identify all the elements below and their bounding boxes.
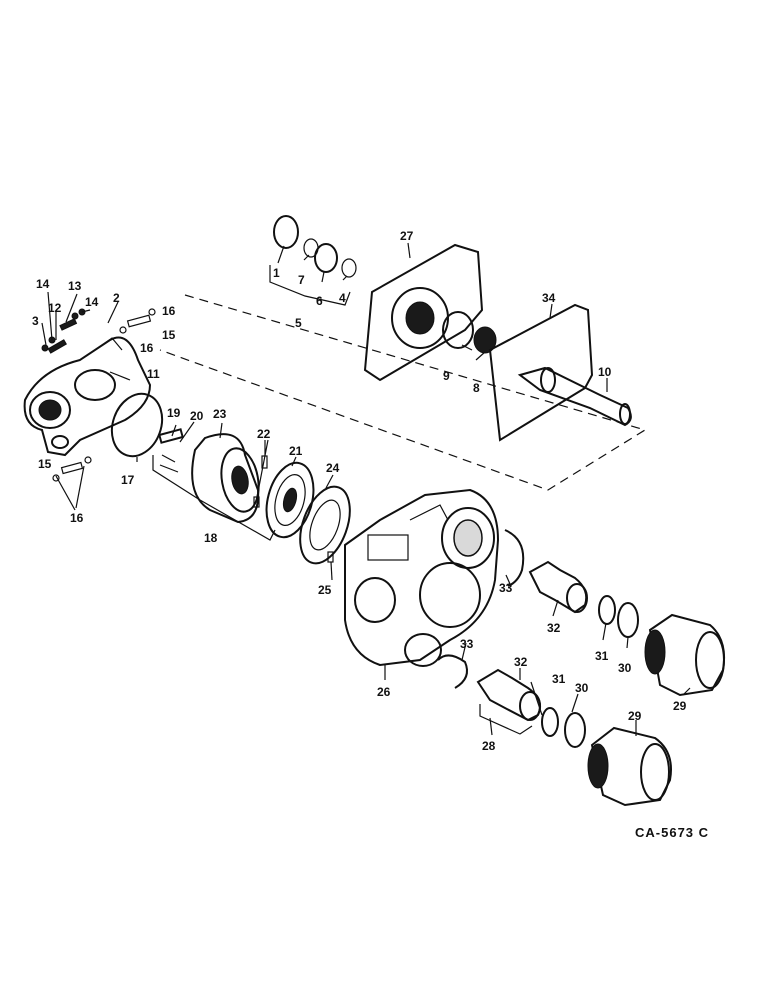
callout-labels: 1 2 3 4 5 6 7 8 9 10 11 12 13 14 14 15 1…	[32, 229, 687, 753]
callout-33b: 33	[460, 637, 474, 651]
part-29-cap-lower	[587, 726, 672, 807]
callout-8: 8	[473, 381, 480, 395]
part-32-shaft-upper	[528, 560, 588, 614]
callout-11: 11	[147, 367, 160, 381]
callout-10: 10	[598, 365, 612, 379]
part-32-shaft-lower	[476, 668, 541, 722]
callout-4: 4	[339, 291, 346, 305]
callout-17: 17	[121, 473, 135, 487]
callout-1: 1	[273, 266, 280, 280]
callout-14b: 14	[85, 295, 99, 309]
callout-21: 21	[289, 444, 303, 458]
part-23-drum	[191, 433, 260, 524]
part-6-ring	[314, 243, 338, 273]
callout-16c: 16	[70, 511, 84, 525]
callout-27: 27	[400, 229, 414, 243]
callout-15a: 15	[162, 328, 176, 342]
alignment-dashed-line	[159, 294, 647, 491]
callout-6: 6	[316, 294, 323, 308]
callout-9: 9	[443, 369, 450, 383]
callout-29a: 29	[673, 699, 687, 713]
callout-31b: 31	[552, 672, 566, 686]
part-26-main-case	[344, 488, 500, 667]
part-21-bearing	[265, 461, 315, 539]
bracket-28	[479, 704, 533, 735]
part-19-20-bolts	[158, 428, 184, 473]
callout-16b: 16	[140, 341, 154, 355]
part-34-gasket	[488, 303, 594, 442]
part-24-ring	[299, 485, 351, 565]
part-25-pin	[327, 551, 334, 563]
part-31-ring-lower	[541, 707, 559, 737]
part-30-ring-lower	[564, 712, 586, 748]
callout-26: 26	[377, 685, 391, 699]
callout-16a: 16	[162, 304, 176, 318]
callout-14a: 14	[36, 277, 50, 291]
callout-15b: 15	[38, 457, 52, 471]
part-9-bearing-cup	[442, 311, 474, 349]
callout-31a: 31	[595, 649, 609, 663]
callout-24: 24	[326, 461, 340, 475]
callout-19: 19	[167, 406, 181, 420]
part-31-ring-upper	[598, 595, 616, 625]
part-33-snap-ring-upper	[504, 529, 525, 587]
bracket-5	[269, 265, 351, 306]
callout-22: 22	[257, 427, 271, 441]
bracket-18	[152, 455, 276, 541]
callout-30b: 30	[575, 681, 589, 695]
callout-20: 20	[190, 409, 204, 423]
callout-28: 28	[482, 739, 496, 753]
callout-2: 2	[113, 291, 120, 305]
callout-12: 12	[48, 301, 62, 315]
callout-5: 5	[295, 316, 302, 330]
part-1-snap-ring	[273, 215, 299, 249]
callout-3: 3	[32, 314, 39, 328]
callout-30a: 30	[618, 661, 632, 675]
part-30-ring-upper	[617, 602, 639, 638]
part-29-cap-upper	[644, 613, 726, 697]
part-33-snap-ring-lower	[437, 654, 468, 689]
callout-32a: 32	[547, 621, 561, 635]
callout-25: 25	[318, 583, 332, 597]
part-17-washer	[110, 392, 164, 458]
part-10-shaft	[517, 366, 632, 427]
callout-23: 23	[213, 407, 227, 421]
callout-13: 13	[68, 279, 82, 293]
part-8-bearing-cone	[473, 326, 497, 354]
callout-18: 18	[204, 531, 218, 545]
leader-lines	[41, 242, 691, 736]
callout-34: 34	[542, 291, 556, 305]
callout-32b: 32	[514, 655, 528, 669]
reference-code: CA-5673 C	[635, 825, 709, 840]
part-11-housing	[23, 336, 152, 457]
callout-7: 7	[298, 273, 305, 287]
part-27-cover-plate	[363, 243, 484, 382]
callout-33a: 33	[499, 581, 513, 595]
callout-29b: 29	[628, 709, 642, 723]
part-4-ring	[341, 258, 357, 278]
